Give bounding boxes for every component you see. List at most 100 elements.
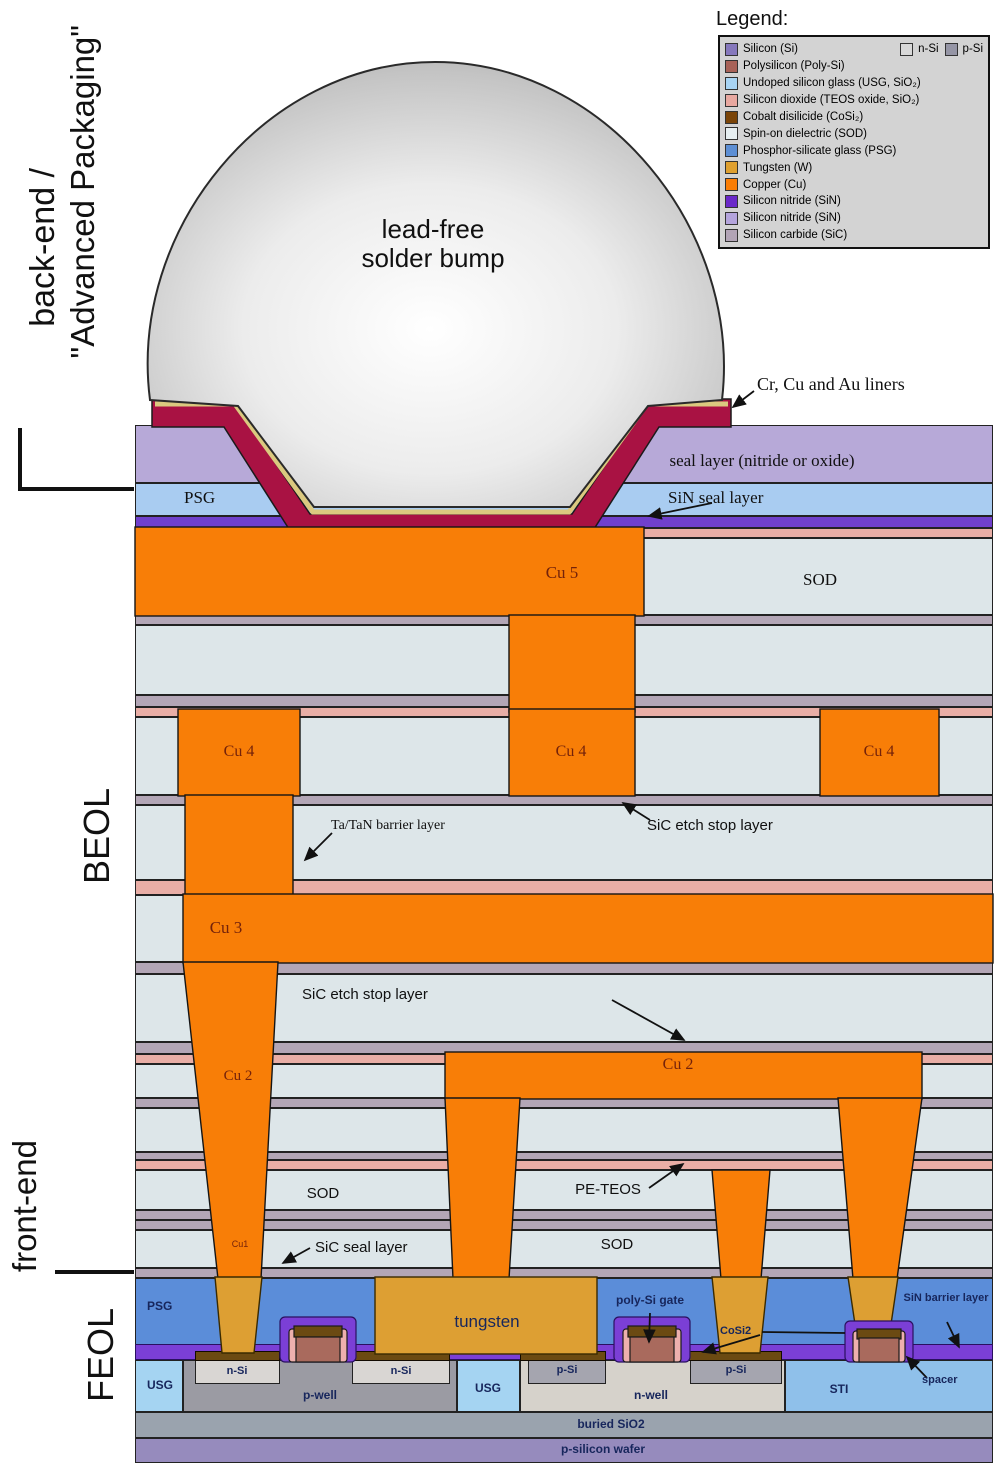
cosi2-strip-1 — [195, 1351, 280, 1361]
polysilicon-swatch — [725, 59, 738, 73]
tungsten-swatch — [725, 161, 738, 175]
layer-teos-3 — [135, 880, 993, 895]
sin-seal-label: SiN seal layer — [668, 488, 764, 507]
p-well-label: p-well — [302, 1388, 338, 1402]
usg2-label: USG — [474, 1381, 502, 1395]
copper-swatch — [725, 178, 738, 192]
nsi-label-2: n-Si — [390, 1365, 412, 1377]
legend-label: Silicon nitride (SiN) — [743, 212, 841, 225]
cu2-left-label: Cu 2 — [223, 1068, 253, 1084]
backend-bracket-vertical — [18, 428, 22, 488]
layer-silicon-wafer — [135, 1438, 993, 1463]
legend-label: Cobalt disilicide (CoSi₂) — [743, 111, 864, 123]
layer-sod-cu3 — [135, 895, 993, 962]
layer-sic-4 — [135, 962, 993, 974]
cu4-label-2: Cu 4 — [555, 743, 587, 760]
layer-buried-oxide — [135, 1412, 993, 1438]
sti-region — [785, 1360, 993, 1412]
legend-row-cosi2: Cobalt disilicide (CoSi₂) — [725, 109, 983, 126]
sod-mid-left-label: SOD — [306, 1185, 340, 1202]
legend-label: Spin-on dielectric (SOD) — [743, 127, 867, 140]
usg-block-1 — [135, 1360, 183, 1412]
teos-swatch — [725, 93, 738, 107]
legend-label: Silicon dioxide (TEOS oxide, SiO₂) — [743, 94, 920, 107]
usg-swatch — [725, 76, 738, 90]
sic-seal-label: SiC seal layer — [315, 1239, 408, 1256]
layer-sod-4 — [135, 1108, 993, 1152]
legend-label: Tungsten (W) — [743, 161, 813, 174]
backend-label-line1: back-end / — [24, 168, 62, 327]
layer-sin-seal — [135, 516, 993, 528]
cu1-label: Cu1 — [231, 1239, 249, 1249]
layer-sic-seal — [135, 1268, 993, 1278]
n-si-legend-label: n-Si — [918, 43, 939, 56]
cosi2-strip-2 — [352, 1351, 450, 1361]
cosi2-strip-3 — [520, 1351, 606, 1361]
sin-barrier-label: SiN barrier layer — [903, 1292, 989, 1304]
cu4-label-1: Cu 4 — [223, 743, 255, 760]
layer-sic-5 — [135, 1042, 993, 1054]
psg-top-label: PSG — [184, 488, 216, 507]
nsi-label-1: n-Si — [226, 1365, 248, 1377]
frontend-bracket-horizontal — [55, 1270, 134, 1274]
legend-label: Copper (Cu) — [743, 178, 807, 191]
n-well-label: n-well — [633, 1388, 669, 1402]
layer-sod-peteos — [135, 1170, 993, 1210]
layer-teos-4 — [135, 1054, 993, 1064]
sod-swatch — [725, 127, 738, 141]
legend-label: Silicon carbide (SiC) — [743, 229, 848, 242]
seal-layer-label: seal layer (nitride or oxide) — [669, 451, 855, 470]
silicon-swatch — [725, 42, 738, 56]
legend-label: Silicon (Si) — [743, 43, 798, 56]
sin-dark-swatch — [725, 194, 738, 208]
layer-teos-2 — [135, 707, 993, 717]
layer-sic-2 — [135, 695, 993, 707]
wafer-label: p-silicon wafer — [560, 1442, 646, 1456]
legend-row-sic: Silicon carbide (SiC) — [725, 227, 983, 244]
legend-row-tungsten: Tungsten (W) — [725, 159, 983, 176]
legend-title: Legend: — [716, 8, 789, 30]
sic-swatch — [725, 228, 738, 242]
sod-top-label: SOD — [802, 570, 838, 589]
legend-row-sin-dark: Silicon nitride (SiN) — [725, 193, 983, 210]
sti-label: STI — [829, 1382, 849, 1396]
layer-sod-3 — [135, 974, 993, 1042]
pe-teos-label: PE-TEOS — [575, 1181, 641, 1198]
layer-teos-5 — [135, 1160, 993, 1170]
feol-label: FEOL — [80, 1308, 121, 1403]
sod-mid-center-label: SOD — [600, 1236, 634, 1253]
legend-box: Silicon (Si) n-Si p-Si Polysilicon (Poly… — [718, 35, 990, 249]
cosi2-swatch — [725, 110, 738, 124]
legend-label: Polysilicon (Poly-Si) — [743, 60, 845, 73]
cu3-label: Cu 3 — [209, 918, 243, 937]
layer-seal — [135, 425, 993, 483]
cosi2-label: CoSi2 — [720, 1325, 752, 1337]
layer-sic-1 — [135, 615, 993, 625]
cosi2-strip-4 — [688, 1351, 782, 1361]
legend-row-psg: Phosphor-silicate glass (PSG) — [725, 142, 983, 159]
layer-sic-3 — [135, 795, 993, 805]
cu4-label-3: Cu 4 — [863, 743, 895, 760]
backend-label-line2: "Advanced Packaging" — [64, 25, 101, 359]
legend-label: Undoped silicon glass (USG, SiO₂) — [743, 77, 921, 90]
sic-etch-label-2: SiC etch stop layer — [302, 986, 428, 1003]
legend-row-copper: Copper (Cu) — [725, 176, 983, 193]
legend-label: Silicon nitride (SiN) — [743, 195, 841, 208]
layer-sic-7 — [135, 1152, 993, 1160]
layer-sod-1 — [135, 625, 993, 695]
poly-gate-label: poly-Si gate — [615, 1293, 685, 1307]
legend-row-sin-light: Silicon nitride (SiN) — [725, 210, 983, 227]
p-si-legend-label: p-Si — [962, 43, 983, 56]
legend-row-polysilicon: Polysilicon (Poly-Si) — [725, 58, 983, 75]
n-si-swatch — [900, 42, 914, 56]
layer-sod-2 — [135, 805, 993, 880]
cu5-label: Cu 5 — [545, 563, 579, 582]
usg1-label: USG — [146, 1378, 174, 1392]
layer-sic-9 — [135, 1220, 993, 1230]
layer-sic-8 — [135, 1210, 993, 1220]
tungsten-label: tungsten — [454, 1312, 520, 1331]
sin-light-swatch — [725, 211, 738, 225]
buried-oxide-label: buried SiO2 — [577, 1417, 645, 1431]
psi-label-2: p-Si — [725, 1364, 747, 1376]
